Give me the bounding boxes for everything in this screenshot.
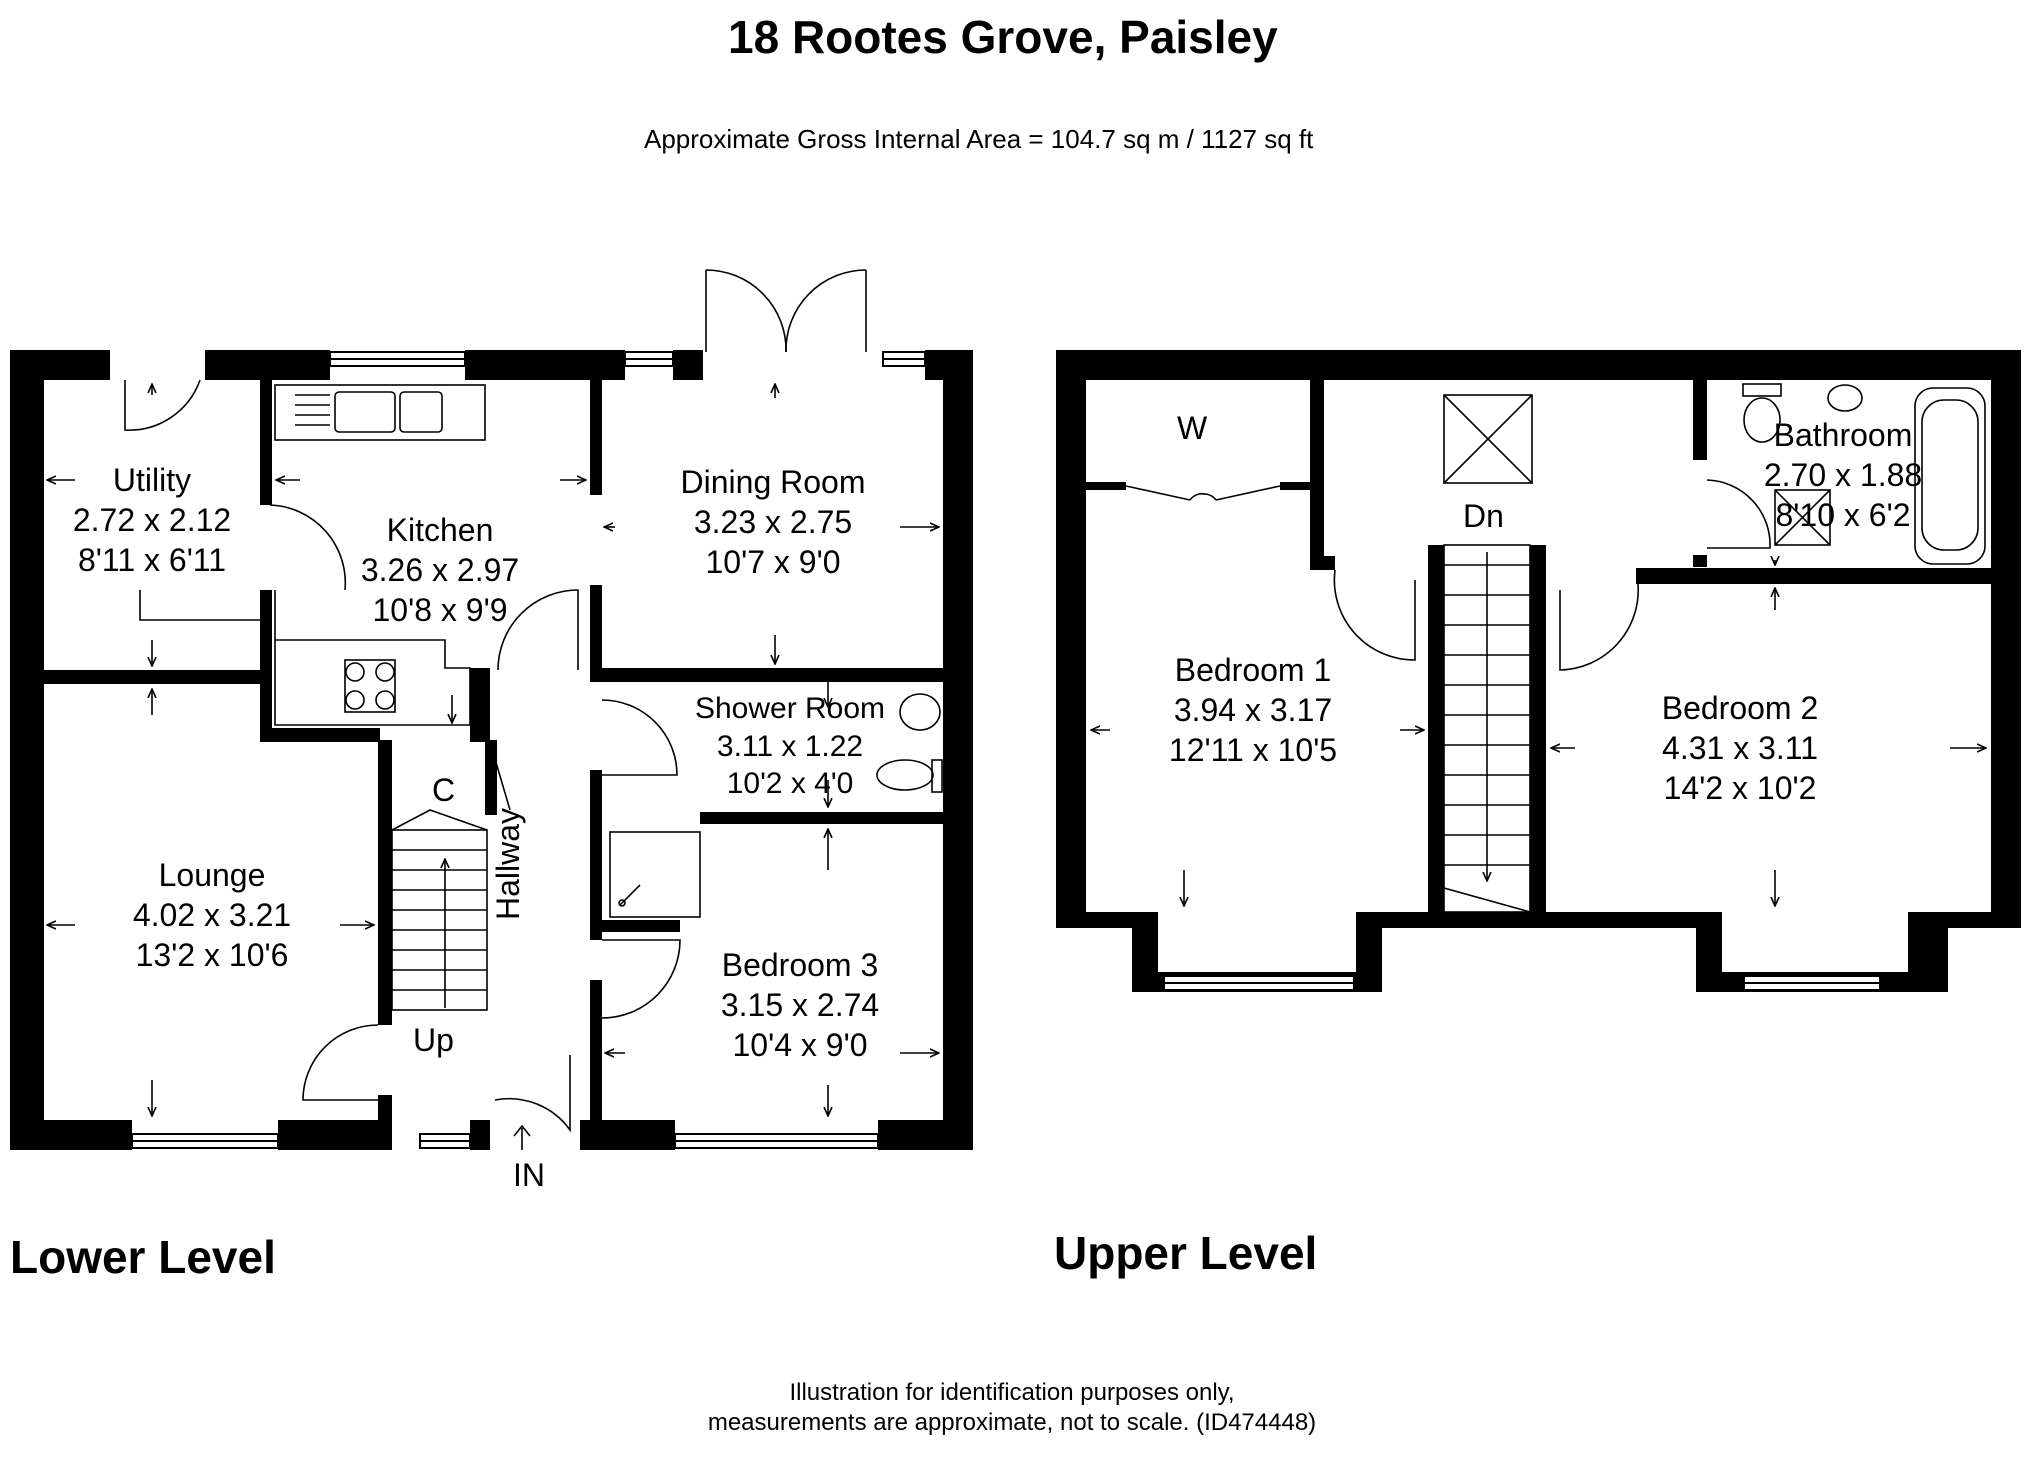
entrance-arrow-icon <box>513 1124 531 1150</box>
room-bedroom1-metric: 3.94 x 3.17 <box>1173 692 1333 728</box>
room-dining-metric: 3.23 x 2.75 <box>693 504 853 540</box>
room-bathroom: Bathroom 2.70 x 1.88 8'10 x 6'2 <box>1764 415 1922 535</box>
lower-level-dimension-arrows <box>48 385 938 1115</box>
room-lounge-imperial: 13'2 x 10'6 <box>135 937 289 973</box>
room-bathroom-imperial: 8'10 x 6'2 <box>1775 497 1911 533</box>
entrance-label: IN <box>513 1157 545 1193</box>
lower-level-fixtures <box>124 269 943 1133</box>
disclaimer-line-2: measurements are approximate, not to sca… <box>707 1409 1317 1436</box>
room-kitchen-name: Kitchen <box>386 512 494 548</box>
room-utility-imperial: 8'11 x 6'11 <box>77 542 227 578</box>
room-bedroom1-imperial: 12'11 x 10'5 <box>1168 732 1338 768</box>
room-utility: Utility 2.72 x 2.12 8'11 x 6'11 <box>73 460 231 580</box>
room-dining: Dining Room 3.23 x 2.75 10'7 x 9'0 <box>681 462 866 582</box>
room-lounge-name: Lounge <box>158 857 266 893</box>
room-bedroom3: Bedroom 3 3.15 x 2.74 10'4 x 9'0 <box>721 945 879 1065</box>
stairs-down-label: Dn <box>1463 498 1504 534</box>
lower-level-windows <box>131 351 926 1149</box>
disclaimer: Illustration for identification purposes… <box>708 1378 1316 1438</box>
hallway-label: Hallway <box>490 807 526 920</box>
room-bedroom2-name: Bedroom 2 <box>1661 690 1819 726</box>
room-lounge: Lounge 4.02 x 3.21 13'2 x 10'6 <box>133 855 291 975</box>
room-dining-imperial: 10'7 x 9'0 <box>705 544 841 580</box>
room-bedroom3-imperial: 10'4 x 9'0 <box>732 1027 868 1063</box>
room-kitchen-imperial: 10'8 x 9'9 <box>372 592 508 628</box>
room-shower: Shower Room 3.11 x 1.22 10'2 x 4'0 <box>695 690 885 803</box>
room-utility-metric: 2.72 x 2.12 <box>72 502 232 538</box>
room-shower-name: Shower Room <box>694 692 886 725</box>
upper-level-heading: Upper Level <box>1054 1227 1318 1279</box>
room-bedroom3-metric: 3.15 x 2.74 <box>720 987 880 1023</box>
cupboard-label: C <box>432 772 456 808</box>
gross-internal-area: Approximate Gross Internal Area = 104.7 … <box>644 124 1314 154</box>
room-shower-imperial: 10'2 x 4'0 <box>726 767 854 800</box>
room-bedroom2-metric: 4.31 x 3.11 <box>1662 730 1818 766</box>
upper-level-windows <box>1163 975 1881 991</box>
room-bathroom-metric: 2.70 x 1.88 <box>1763 457 1923 493</box>
room-shower-metric: 3.11 x 1.22 <box>716 729 864 763</box>
room-lounge-metric: 4.02 x 3.21 <box>132 897 292 933</box>
room-dining-name: Dining Room <box>680 464 866 500</box>
page-title: 18 Rootes Grove, Paisley <box>728 11 1278 63</box>
room-bedroom3-name: Bedroom 3 <box>721 947 879 983</box>
disclaimer-line-1: Illustration for identification purposes… <box>789 1379 1235 1406</box>
room-bathroom-name: Bathroom <box>1773 417 1913 453</box>
lower-level-heading: Lower Level <box>10 1231 276 1283</box>
lower-level-walls <box>10 350 973 1150</box>
upper-level-dimension-arrows <box>1092 560 1985 905</box>
room-bedroom1: Bedroom 1 3.94 x 3.17 12'11 x 10'5 <box>1169 650 1337 770</box>
upper-level-fixtures <box>1125 383 1986 913</box>
room-bedroom1-name: Bedroom 1 <box>1174 652 1332 688</box>
wardrobe-label: W <box>1177 410 1208 446</box>
room-kitchen-metric: 3.26 x 2.97 <box>360 552 520 588</box>
stairs-up-label: Up <box>413 1022 454 1058</box>
room-bedroom2-imperial: 14'2 x 10'2 <box>1663 770 1817 806</box>
room-bedroom2: Bedroom 2 4.31 x 3.11 14'2 x 10'2 <box>1662 688 1819 808</box>
room-kitchen: Kitchen 3.26 x 2.97 10'8 x 9'9 <box>361 510 519 630</box>
room-utility-name: Utility <box>112 462 192 498</box>
